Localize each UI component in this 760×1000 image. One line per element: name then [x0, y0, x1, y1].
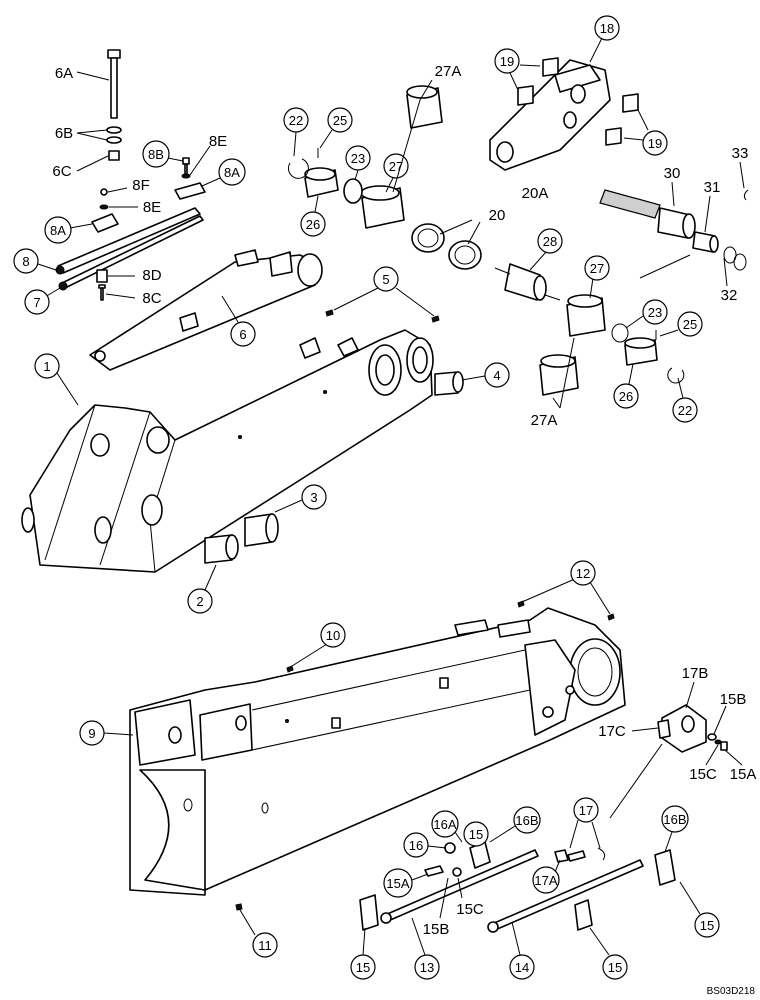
screw-11	[235, 903, 243, 911]
callout-6: 6	[239, 327, 246, 342]
callout-8b: 8B	[148, 147, 164, 162]
callout-25-bot: 25	[683, 317, 697, 332]
label-15a-mid: 15A	[386, 876, 409, 891]
link-bar-6	[89, 249, 323, 371]
callout-8a-right: 8A	[224, 165, 240, 180]
callout-18: 18	[600, 21, 614, 36]
callout-23-bot: 23	[648, 305, 662, 320]
label-15b-mid: 15B	[423, 921, 450, 938]
callout-31: 31	[704, 179, 721, 196]
callout-16: 16	[409, 838, 423, 853]
screw-12a	[517, 600, 525, 608]
callout-4: 4	[493, 368, 500, 383]
callout-15-top: 15	[469, 827, 483, 842]
label-6c: 6C	[52, 163, 71, 180]
callout-20: 20	[489, 207, 506, 224]
callout-26-bot: 26	[619, 389, 633, 404]
bushings-2-3	[204, 513, 279, 564]
label-20a: 20A	[522, 185, 549, 202]
label-8e-top: 8E	[209, 133, 227, 150]
label-17b: 17B	[682, 665, 709, 682]
screw-10	[286, 665, 294, 673]
label-15a-right: 15A	[730, 766, 757, 783]
pins-upper	[287, 85, 482, 270]
callout-3: 3	[310, 490, 317, 505]
plain-labels: 6A 6B 6C 8E 8F 8E 8D 8C 27A 27A 20A 17B …	[52, 63, 756, 938]
tie-rod-7-8	[55, 207, 204, 291]
callout-10: 10	[326, 628, 340, 643]
callout-16b-right: 16B	[663, 812, 686, 827]
screw-5b	[431, 315, 440, 323]
callout-19-right: 19	[648, 136, 662, 151]
callout-27-bot: 27	[590, 261, 604, 276]
tubes-13-14	[359, 841, 676, 933]
screw-12b	[607, 613, 615, 621]
drawing-code: BS03D218	[707, 986, 756, 997]
callout-15-right: 15	[700, 918, 714, 933]
callout-1: 1	[43, 359, 50, 374]
link-18	[489, 57, 639, 171]
callout-23-top: 23	[351, 151, 365, 166]
label-15c-mid: 15C	[456, 901, 484, 918]
main-frame-9	[129, 607, 626, 896]
callout-7: 7	[33, 295, 40, 310]
callout-9: 9	[88, 726, 95, 741]
callout-33: 33	[732, 145, 749, 162]
callout-circle-1	[34, 353, 60, 379]
callout-19-left: 19	[500, 54, 514, 69]
bushing-4	[434, 371, 464, 396]
part-28	[494, 263, 561, 301]
label-8f: 8F	[132, 177, 150, 194]
callout-8a-left: 8A	[50, 223, 66, 238]
callout-15-bl: 15	[356, 960, 370, 975]
callout-22-top: 22	[289, 113, 303, 128]
callout-13: 13	[420, 960, 434, 975]
callout-26-top: 26	[306, 217, 320, 232]
callout-8: 8	[22, 254, 29, 269]
callout-30: 30	[664, 165, 681, 182]
callout-32: 32	[721, 287, 738, 304]
label-27a-top: 27A	[435, 63, 462, 80]
label-17c: 17C	[598, 723, 626, 740]
label-15b-right: 15B	[720, 691, 747, 708]
label-8d: 8D	[142, 267, 161, 284]
callout-25-top: 25	[333, 113, 347, 128]
bolt-6a	[106, 49, 122, 161]
label-27a-bot: 27A	[531, 412, 558, 429]
callout-11: 11	[258, 938, 272, 953]
callout-17a: 17A	[534, 873, 557, 888]
label-8e-mid: 8E	[143, 199, 161, 216]
callout-14: 14	[515, 960, 529, 975]
callout-17: 17	[579, 803, 593, 818]
label-8c: 8C	[142, 290, 161, 307]
callout-5: 5	[382, 272, 389, 287]
label-6b: 6B	[55, 125, 73, 142]
callout-15-bm: 15	[608, 960, 622, 975]
callout-2: 2	[196, 594, 203, 609]
label-15c-right: 15C	[689, 766, 717, 783]
block-17b-17c	[609, 704, 728, 819]
upper-arm-assembly	[21, 329, 434, 573]
callout-16a: 16A	[433, 817, 456, 832]
callout-16b-mid: 16B	[515, 813, 538, 828]
callouts: 1 2 3 4 5 6 7 8 8A 8A	[13, 15, 749, 980]
callout-12: 12	[576, 566, 590, 581]
screw-5a	[325, 309, 334, 317]
label-6a: 6A	[55, 65, 73, 82]
callout-28: 28	[543, 234, 557, 249]
callout-27-top: 27	[389, 159, 403, 174]
callout-22-bot: 22	[678, 403, 692, 418]
cylinder-30-33	[599, 189, 749, 279]
